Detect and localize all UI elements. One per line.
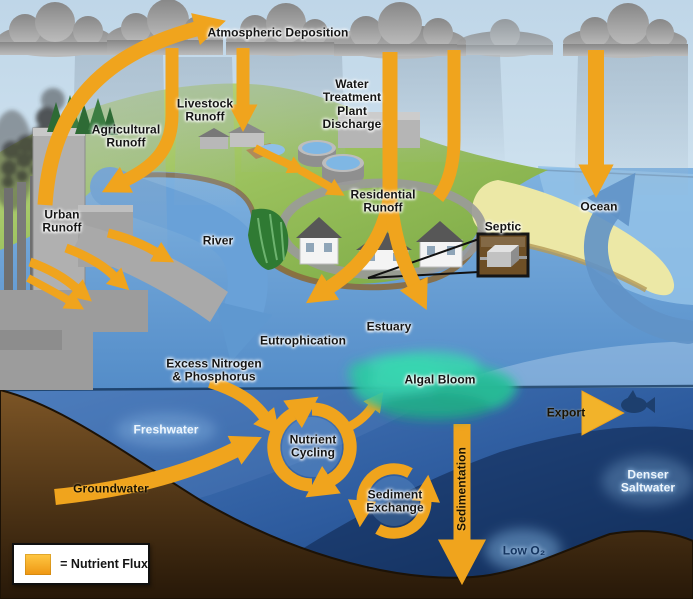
house-icon xyxy=(296,217,342,265)
urban-arrow xyxy=(28,257,80,292)
freshwater-glow xyxy=(116,413,216,447)
cloud-icon xyxy=(457,19,553,57)
groundwater-arrow-head xyxy=(227,435,262,465)
nutrient-cycle-arc-head xyxy=(305,466,341,498)
city-foundation xyxy=(0,290,148,390)
residential-arrow-left-head xyxy=(306,273,340,304)
saltwater-glow xyxy=(602,456,693,506)
cloud-icon xyxy=(226,3,340,56)
tree-icon xyxy=(75,104,93,134)
sediment-exchange-arc xyxy=(375,500,432,539)
agricultural-arrow-head xyxy=(101,166,133,193)
barn-runoff-arrow xyxy=(253,144,292,169)
barn-icon xyxy=(200,136,228,149)
nutrient-cycle-arc-head xyxy=(283,396,319,428)
tree-icon xyxy=(102,107,118,135)
legend-label: = Nutrient Flux xyxy=(60,557,148,571)
barn-runoff-arrow-head xyxy=(285,156,306,174)
residential-arrow-right xyxy=(383,194,421,288)
nutrient-ring-core xyxy=(282,417,342,477)
ocean-deposition-arrow-head xyxy=(578,164,614,198)
smokestack xyxy=(17,182,26,308)
marsh-grass xyxy=(248,208,289,270)
house-icon xyxy=(416,221,464,268)
livestock-arrow-head xyxy=(228,104,258,133)
smoke-to-cloud-arrow xyxy=(37,21,198,206)
cloud-icon xyxy=(334,2,466,59)
septic-tank-icon xyxy=(480,245,527,267)
urban-arrow-head xyxy=(149,242,175,263)
tree-icon xyxy=(88,98,108,130)
smokestack xyxy=(4,188,13,308)
fish-icon xyxy=(621,390,655,413)
treatment-plant xyxy=(259,112,420,185)
agricultural-arrow xyxy=(123,48,179,186)
urban-arrow-head xyxy=(105,267,130,291)
algal-bloom-patch xyxy=(347,351,517,421)
treatment-tank-icon xyxy=(322,154,364,185)
plant-runoff-arrow-head xyxy=(324,178,345,196)
residential-arrow-right-head xyxy=(399,276,428,311)
residential-area xyxy=(248,178,487,280)
ocean-current-arrow-head xyxy=(587,172,636,227)
sediment-exchange-arc-head xyxy=(347,499,377,528)
plant-building xyxy=(338,116,420,148)
urban-arrow xyxy=(64,243,118,280)
nutrient-cycle-arc xyxy=(267,408,313,492)
sediment-exchange-arc-head xyxy=(411,474,441,503)
cycle-to-bloom-arrow xyxy=(340,404,376,435)
sediment-exchange-arc xyxy=(356,463,413,502)
sedimentation-band-head xyxy=(437,539,487,586)
urban-arrow xyxy=(106,228,159,256)
waterfront-apron xyxy=(72,225,228,322)
sediment-ring-core xyxy=(369,476,419,526)
groundwater-arrow xyxy=(54,442,239,505)
urban-arrow-head xyxy=(62,291,85,310)
plant-runoff-arrow xyxy=(297,166,333,191)
smoke-to-cloud-arrow-head xyxy=(191,13,226,46)
river-flow-arrow-head xyxy=(215,301,273,363)
sand-spit xyxy=(471,180,675,296)
waterline xyxy=(0,384,693,392)
septic-inset xyxy=(367,232,530,279)
urban-arrow xyxy=(26,274,71,304)
residential-band xyxy=(432,50,461,202)
barn-icon xyxy=(230,132,264,147)
sediment-floor xyxy=(0,388,693,599)
excess-nutrients-arrow xyxy=(208,376,269,420)
export-band-head xyxy=(581,390,625,436)
rain-column xyxy=(174,57,236,205)
legend: = Nutrient Flux xyxy=(12,543,150,585)
nutrient-cycle-arc xyxy=(311,402,357,486)
nutrient-flux-swatch xyxy=(25,553,52,575)
ocean-current-arrow xyxy=(583,200,693,344)
cloud-icon xyxy=(0,2,113,57)
urban-area xyxy=(0,88,228,390)
